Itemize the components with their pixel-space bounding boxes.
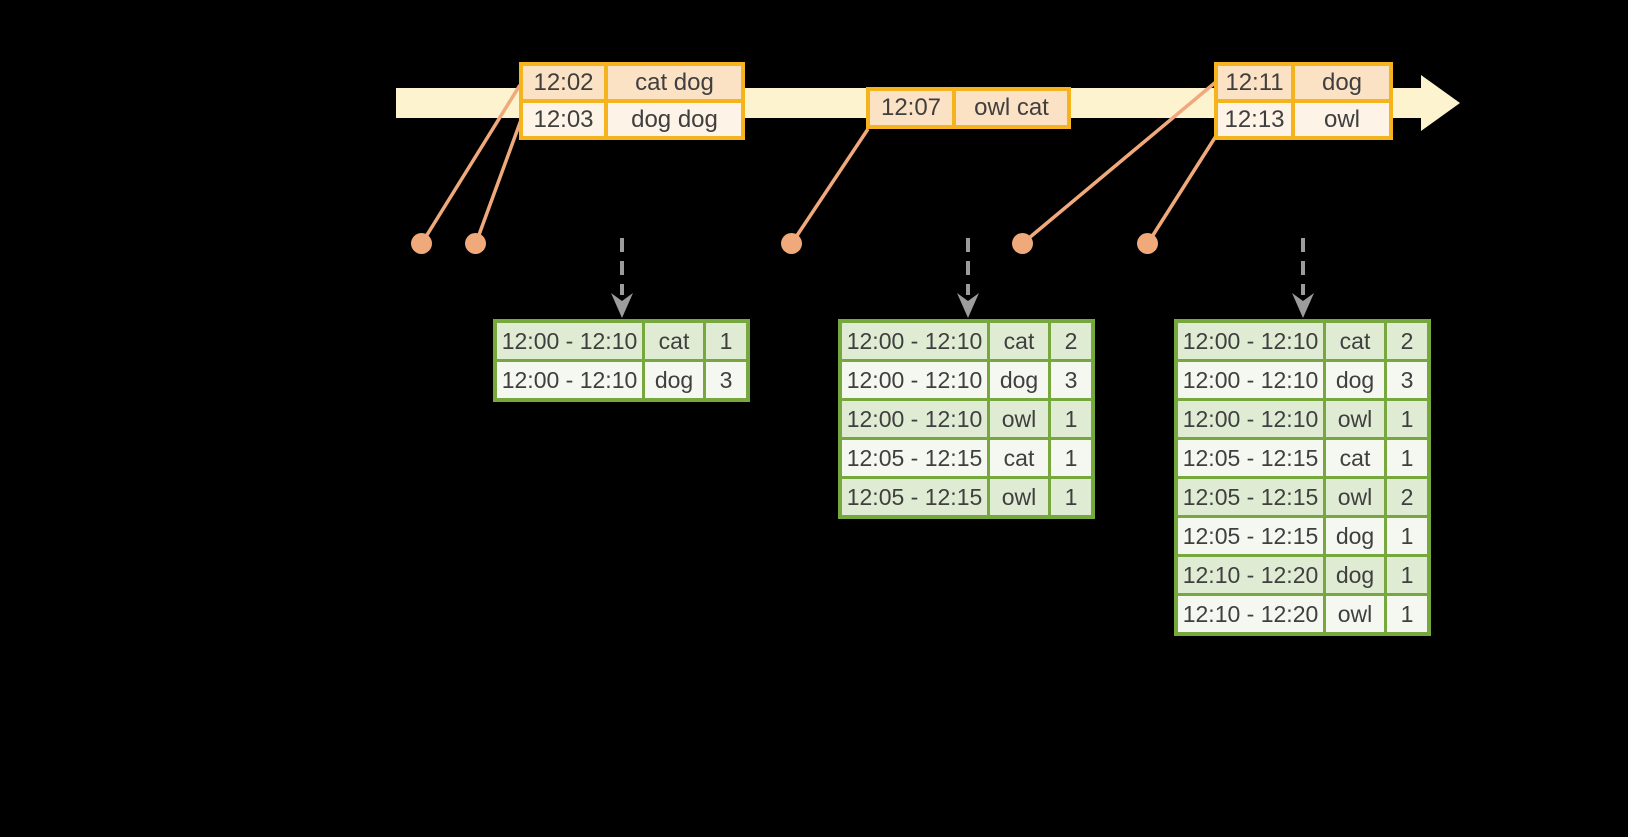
result-count-cell: 3	[1051, 362, 1091, 398]
event-dot	[781, 233, 802, 254]
result-word-cell: dog	[645, 362, 703, 398]
event-table-1: 12:02 cat dog 12:03 dog dog	[519, 62, 745, 140]
result-word-cell: cat	[990, 440, 1048, 476]
result-window-cell: 12:00 - 12:10	[842, 362, 987, 398]
result-window-cell: 12:10 - 12:20	[1178, 557, 1323, 593]
result-word-cell: dog	[990, 362, 1048, 398]
result-count-cell: 1	[1387, 401, 1427, 437]
result-table-3: 12:00 - 12:10 cat 2 12:00 - 12:10 dog 3 …	[1174, 319, 1431, 636]
result-window-cell: 12:05 - 12:15	[842, 479, 987, 515]
result-count-cell: 1	[1387, 518, 1427, 554]
event-time-cell: 12:13	[1218, 103, 1291, 136]
result-window-cell: 12:00 - 12:10	[1178, 323, 1323, 359]
event-time-cell: 12:07	[870, 91, 952, 125]
event-connector-line	[474, 119, 523, 244]
result-count-cell: 1	[706, 323, 746, 359]
event-dot	[465, 233, 486, 254]
result-window-cell: 12:00 - 12:10	[497, 323, 642, 359]
result-word-cell: dog	[1326, 557, 1384, 593]
result-table-1: 12:00 - 12:10 cat 1 12:00 - 12:10 dog 3	[493, 319, 750, 402]
result-window-cell: 12:05 - 12:15	[1178, 479, 1323, 515]
event-connector-line	[1146, 135, 1218, 244]
event-time-cell: 12:02	[523, 66, 604, 99]
event-dot	[411, 233, 432, 254]
result-count-cell: 2	[1387, 323, 1427, 359]
event-time-cell: 12:03	[523, 103, 604, 136]
event-words-cell: owl cat	[956, 91, 1067, 125]
result-window-cell: 12:00 - 12:10	[842, 401, 987, 437]
result-window-cell: 12:00 - 12:10	[842, 323, 987, 359]
event-dot	[1137, 233, 1158, 254]
result-count-cell: 1	[1051, 401, 1091, 437]
event-words-cell: owl	[1295, 103, 1389, 136]
result-word-cell: cat	[645, 323, 703, 359]
event-connector-line	[420, 84, 522, 244]
result-word-cell: owl	[1326, 596, 1384, 632]
trigger-arrow-icon	[611, 238, 633, 318]
result-word-cell: dog	[1326, 362, 1384, 398]
event-connector-line	[790, 128, 870, 244]
result-word-cell: cat	[1326, 440, 1384, 476]
result-window-cell: 12:05 - 12:15	[1178, 440, 1323, 476]
result-word-cell: dog	[1326, 518, 1384, 554]
event-time-cell: 12:11	[1218, 66, 1291, 99]
result-word-cell: cat	[990, 323, 1048, 359]
result-word-cell: owl	[990, 401, 1048, 437]
event-table-2: 12:07 owl cat	[866, 87, 1071, 129]
result-window-cell: 12:00 - 12:10	[497, 362, 642, 398]
result-word-cell: cat	[1326, 323, 1384, 359]
trigger-arrow-icon	[957, 238, 979, 318]
event-connector-line	[1021, 79, 1219, 245]
event-words-cell: dog	[1295, 66, 1389, 99]
result-count-cell: 1	[1387, 557, 1427, 593]
result-word-cell: owl	[990, 479, 1048, 515]
result-count-cell: 1	[1387, 440, 1427, 476]
event-words-cell: cat dog	[608, 66, 741, 99]
trigger-arrow-icon	[1292, 238, 1314, 318]
result-count-cell: 1	[1051, 440, 1091, 476]
event-table-3: 12:11 dog 12:13 owl	[1214, 62, 1393, 140]
result-window-cell: 12:05 - 12:15	[842, 440, 987, 476]
event-dot	[1012, 233, 1033, 254]
result-word-cell: owl	[1326, 401, 1384, 437]
timeline-arrowhead-icon	[1421, 75, 1460, 131]
event-words-cell: dog dog	[608, 103, 741, 136]
result-window-cell: 12:10 - 12:20	[1178, 596, 1323, 632]
result-table-2: 12:00 - 12:10 cat 2 12:00 - 12:10 dog 3 …	[838, 319, 1095, 519]
result-window-cell: 12:05 - 12:15	[1178, 518, 1323, 554]
result-word-cell: owl	[1326, 479, 1384, 515]
result-count-cell: 1	[1051, 479, 1091, 515]
result-window-cell: 12:00 - 12:10	[1178, 362, 1323, 398]
result-count-cell: 3	[1387, 362, 1427, 398]
result-count-cell: 1	[1387, 596, 1427, 632]
result-count-cell: 2	[1051, 323, 1091, 359]
result-count-cell: 3	[706, 362, 746, 398]
result-count-cell: 2	[1387, 479, 1427, 515]
result-window-cell: 12:00 - 12:10	[1178, 401, 1323, 437]
